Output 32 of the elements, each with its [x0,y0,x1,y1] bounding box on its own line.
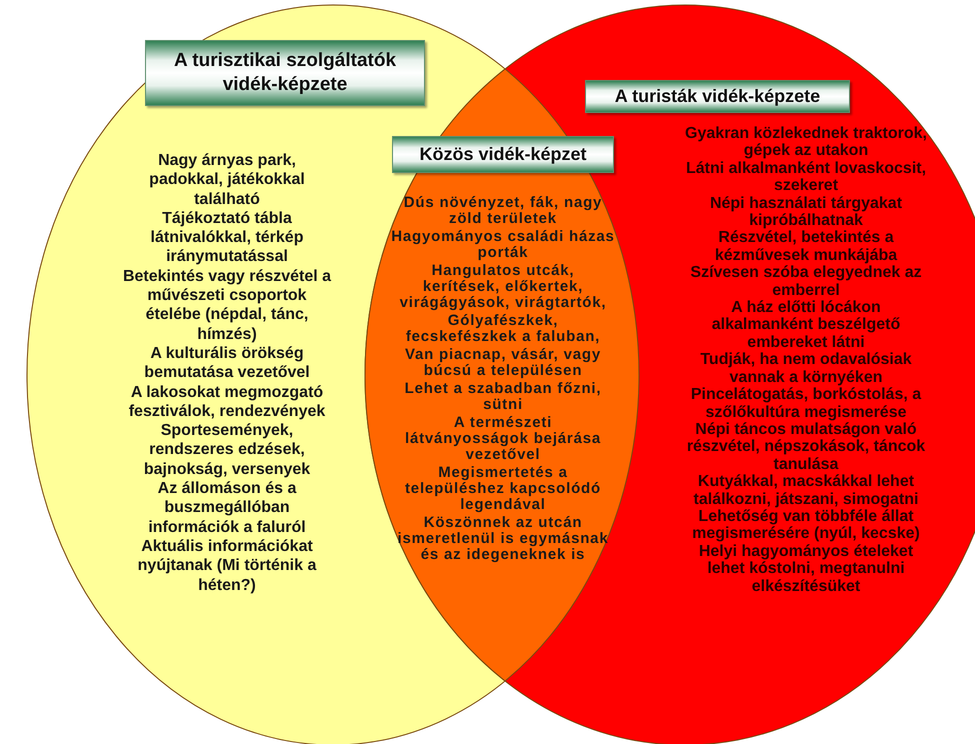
list-item-text: Megismertetés a településhez kapcsolódó legendával [404,465,602,513]
list-item-text: Van piacnap, vásár, vagy búcsú a településen [404,347,602,379]
list-item-text: Hangulatos utcák, kerítések, előkertek, virágágyások, virágtartók, [398,263,608,311]
list-item-text: Helyi hagyományos ételeket lehet kóstolni, megtanulni elkészítésüket [698,542,914,595]
list-item-text: Dús növényzet, fák, nagy zöld területek [402,195,604,227]
list-item-text: Sportesemények, rendszeres edzések, bajnokság, versenyek [142,421,312,480]
list-item-text: Lehet a szabadban főzni, sütni [404,381,602,413]
list-item-text: Népi táncos mulatságon való részvétel, népszokások, táncok tanulása [686,420,926,474]
list-item-text: A kulturális örökség bemutatása vezetővel [143,344,311,383]
list-item-text: Betekintés vagy részvétel a művészeti csoportok ételébe (népdal, tánc, hímzés) [122,266,332,344]
list-item-text: Részvétel, betekintés a kézművesek munkájába [714,229,898,264]
list-item-text: Kutyákkal, macskákkal lehet találkozni, játszani, simogatni [692,473,920,508]
list-item-text: A ház előtti lócákon alkalmanként beszélgető embereket látni [710,299,902,352]
heading-banner: A turisták vidék-képzete [585,80,850,113]
heading-banner: A turisztikai szolgáltatók vidék-képzete [145,40,425,106]
list-item-text: Látni alkalmanként lovaskocsit, szekeret [684,160,928,195]
list-item-text: Pincelátogatás, borkóstolás, a szőlőkultúra megismerése [690,386,922,421]
list-item-text: Aktuális információkat nyújtanak (Mi történik a héten?) [136,536,318,595]
list-item-text: Tudják, ha nem odavalósiak vannak a környéken [699,351,913,386]
list-item-text: Szívesen szóba elegyednek az emberrel [689,264,923,300]
list-item-text: Hagyományos családi házas porták [391,229,615,261]
list-item-text: Nagy árnyas park, padokkal, játékokkal található [148,151,306,209]
list-item-text: Népi használati tárgyakat kipróbálhatnak [708,194,904,230]
list-item-text: Gólyafészkek, fecskefészkek a faluban, [404,313,602,345]
heading-banner: Közös vidék-képzet [392,136,614,173]
list-item-text: Köszönnek az utcán ismeretlenül is egymásnak és az idegeneknek is [396,515,610,563]
list-item-text: A lakosokat megmozgató fesztiválok, rendezvények [128,382,326,422]
list-item-text: Lehetőség van többféle állat megismerésére (nyúl, kecske) [691,508,921,543]
list-item-text: Az állomáson és a buszmegállóban információk a faluról [147,479,307,537]
list-item-text: Tájékoztató tábla látnivalókkal, térkép iránymutatással [150,208,304,267]
list-item-text: A természeti látványosságok bejárása vezetővel [404,415,602,463]
list-item-text: Gyakran közlekednek traktorok, gépek az utakon [684,125,928,160]
